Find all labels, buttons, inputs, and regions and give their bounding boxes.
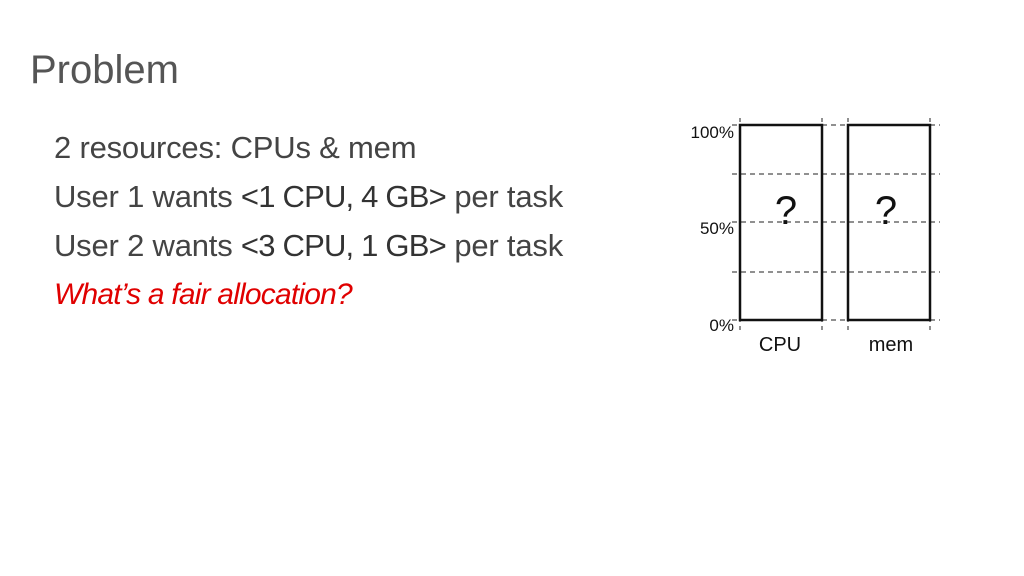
bullet-user1-suffix: per task <box>445 179 563 214</box>
y-tick-100: 100% <box>691 123 734 142</box>
bullet-user1-prefix: User 1 wants <box>54 179 241 214</box>
bullet-user2: User 2 wants <3 CPU, 1 GB> per task <box>54 228 563 277</box>
mem-column-box <box>846 123 932 322</box>
bullet-list: 2 resources: CPUs & mem User 1 wants <1 … <box>54 130 563 326</box>
allocation-diagram: 100% 50% 0% ? ? CPU mem <box>691 118 940 356</box>
y-tick-0: 0% <box>709 316 734 335</box>
bullet-user1: User 1 wants <1 CPU, 4 GB> per task <box>54 179 563 228</box>
y-tick-50: 50% <box>700 219 734 238</box>
bullet-user2-demand: <3 CPU, 1 GB> <box>240 228 447 263</box>
bullet-user1-demand: <1 CPU, 4 GB> <box>240 179 447 214</box>
bullet-question: What’s a fair allocation? <box>54 278 353 311</box>
bullet-resources: 2 resources: CPUs & mem <box>54 130 417 165</box>
cpu-column-box <box>738 123 824 322</box>
mem-question-mark: ? <box>875 189 897 233</box>
bullet-user2-prefix: User 2 wants <box>54 228 241 263</box>
mem-column-label: mem <box>869 334 913 356</box>
slide-title: Problem <box>30 48 179 92</box>
bullet-user2-suffix: per task <box>445 228 563 263</box>
cpu-question-mark: ? <box>775 189 797 233</box>
grid-lines <box>732 124 940 321</box>
vertical-guides <box>739 118 931 330</box>
cpu-column-label: CPU <box>759 334 801 356</box>
